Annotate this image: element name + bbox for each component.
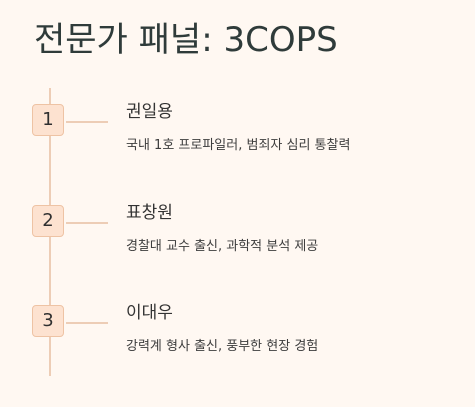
panelist-description: 강력계 형사 출신, 풍부한 현장 경험 — [126, 339, 319, 354]
panelist-name: 권일용 — [126, 102, 173, 122]
panel-item: 2 표창원 경찰대 교수 출신, 과학적 분석 제공 — [0, 201, 475, 281]
number-badge: 1 — [32, 104, 64, 136]
panelist-description: 경찰대 교수 출신, 과학적 분석 제공 — [126, 239, 319, 254]
timeline-connector — [66, 322, 108, 324]
timeline-connector — [66, 121, 108, 123]
panel-item: 1 권일용 국내 1호 프로파일러, 범죄자 심리 통찰력 — [0, 100, 475, 180]
panelist-name: 표창원 — [126, 203, 173, 223]
number-badge: 2 — [32, 205, 64, 237]
timeline-connector — [66, 222, 108, 224]
number-badge: 3 — [32, 305, 64, 337]
panelist-name: 이대우 — [126, 303, 173, 323]
page-title: 전문가 패널: 3COPS — [34, 20, 338, 60]
panelist-description: 국내 1호 프로파일러, 범죄자 심리 통찰력 — [126, 138, 351, 153]
panel-item: 3 이대우 강력계 형사 출신, 풍부한 현장 경험 — [0, 301, 475, 381]
